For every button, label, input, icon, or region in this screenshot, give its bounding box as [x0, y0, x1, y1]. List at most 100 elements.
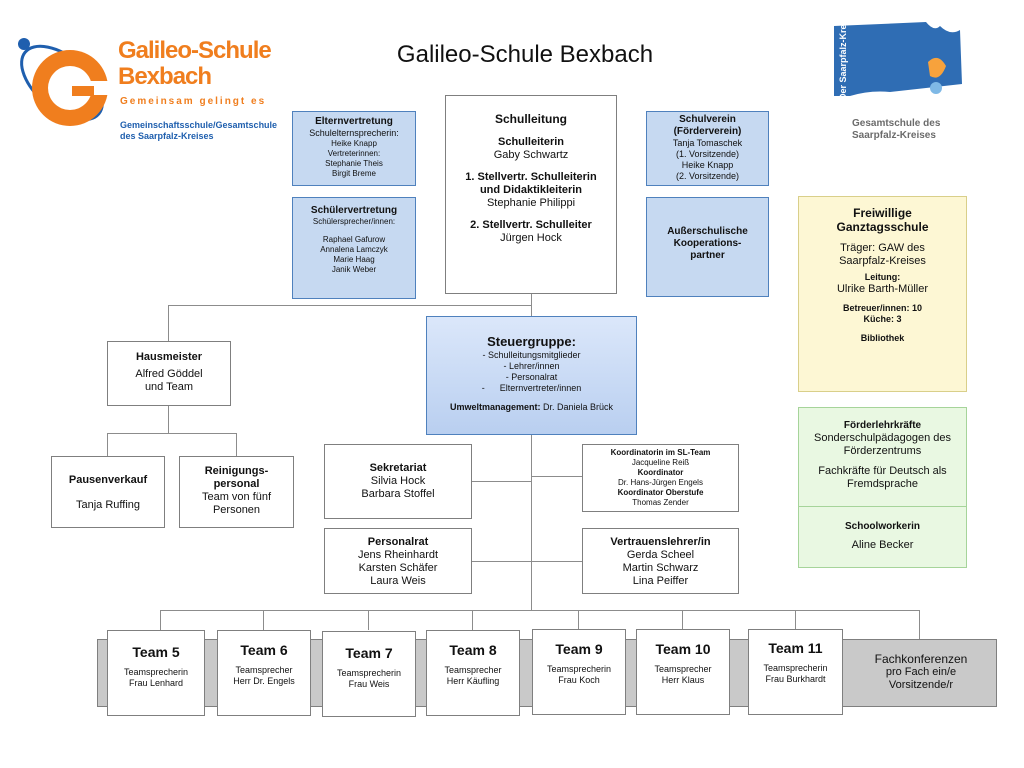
team-speaker: Herr Klaus — [661, 675, 705, 685]
team-role: Teamsprecherin — [763, 663, 828, 673]
umwelt-label: Umweltmanagement: — [449, 402, 541, 412]
reinigung-title2: personal — [213, 478, 260, 490]
schulleitung-role3: 2. Stellvertr. Schulleiter — [470, 219, 592, 231]
sekretariat-box: Sekretariat Silvia Hock Barbara Stoffel — [324, 444, 472, 519]
page-title: Galileo-Schule Bexbach — [396, 41, 654, 68]
schulverein-title1: Schulverein — [679, 114, 736, 125]
hausmeister-box: Hausmeister Alfred Göddel und Team — [107, 341, 231, 406]
connector-team6 — [263, 610, 264, 630]
foerderlehr-title: Förderlehrkräfte — [843, 420, 922, 431]
team-speaker: Frau Lenhard — [128, 678, 184, 688]
foerderlehr-line2: Förderzentrums — [843, 445, 922, 457]
team-title: Team 10 — [655, 641, 711, 657]
koordination-title1: Koordinatorin im SL-Team — [610, 448, 711, 457]
foerderlehr-line4: Fremdsprache — [847, 478, 918, 490]
foerderlehr-line1: Sonderschulpädagogen des — [813, 432, 951, 444]
schulverein-line2: (1. Vorsitzende) — [675, 149, 740, 159]
vertrauen-line2: Martin Schwarz — [622, 562, 699, 574]
vertrauen-box: Vertrauenslehrer/in Gerda Scheel Martin … — [582, 528, 739, 594]
schulleitung-role2a: 1. Stellvertr. Schulleiterin — [465, 171, 597, 183]
schuelervertretung-line4: Janik Weber — [331, 265, 377, 274]
connector-team7 — [368, 610, 369, 630]
ganztag-title2: Ganztagsschule — [836, 220, 929, 234]
personalrat-title: Personalrat — [367, 536, 429, 548]
elternvertretung-title: Elternvertretung — [315, 116, 393, 127]
team-speaker: Herr Dr. Engels — [233, 676, 295, 686]
connector-hausmeister-branch — [107, 433, 237, 434]
fachkonferenzen-line3: Vorsitzende/r — [888, 679, 954, 691]
schuelervertretung-box: Schülervertretung Schülersprecher/innen:… — [292, 197, 416, 299]
connector-personalrat — [472, 561, 532, 562]
steuergruppe-umwelt: Umweltmanagement: Dr. Daniela Brück — [427, 402, 636, 413]
team-role: Teamsprecher — [654, 664, 712, 674]
schulleitung-name2: Stephanie Philippi — [486, 197, 576, 209]
ganztag-box: Freiwillige Ganztagsschule Träger: GAW d… — [798, 196, 967, 392]
saarpfalz-logo: Der Saarpfalz-Kreis Gesamtschule des Saa… — [830, 17, 980, 152]
team-role: Teamsprecher — [444, 665, 502, 675]
connector-team10 — [682, 610, 683, 630]
pausenverkauf-box: Pausenverkauf Tanja Ruffing — [51, 456, 165, 528]
ganztag-traeger1: Träger: GAW des — [840, 242, 925, 254]
connector-koordination — [531, 476, 583, 477]
schulleitung-box: Schulleitung Schulleiterin Gaby Schwartz… — [445, 95, 617, 294]
foerderlehr-line3: Fachkräfte für Deutsch als — [818, 465, 947, 477]
team-title: Team 8 — [449, 642, 497, 658]
ganztag-title1: Freiwillige — [853, 206, 912, 220]
team-role: Teamsprecherin — [336, 668, 402, 678]
logo-slogan: Gemeinsam gelingt es — [120, 96, 267, 107]
team-box-6: Team 6 Teamsprecher Herr Dr. Engels — [217, 630, 311, 716]
team-speaker: Frau Koch — [558, 675, 600, 685]
ganztag-leitung-name: Ulrike Barth-Müller — [836, 283, 929, 295]
team-role: Teamsprecherin — [546, 664, 612, 674]
vertrauen-line1: Gerda Scheel — [626, 549, 695, 561]
connector-vertrauen — [531, 561, 583, 562]
logo-subtitle-line1: Gemeinschaftsschule/Gesamtschule — [120, 120, 278, 130]
team-title: Team 7 — [345, 645, 393, 661]
steuergruppe-item3: - Personalrat — [505, 372, 558, 382]
schulleitung-name1: Gaby Schwartz — [493, 149, 569, 161]
elternvertretung-subtitle: Schulelternsprecherin: — [309, 128, 399, 138]
schulleitung-role1: Schulleiterin — [497, 136, 565, 148]
koordination-line2: Dr. Hans-Jürgen Engels — [618, 478, 703, 487]
schulleitung-title: Schulleitung — [495, 112, 567, 126]
connector-schulleitung-down — [531, 293, 532, 316]
schoolworker-title: Schoolworkerin — [844, 521, 920, 532]
schoolworker-box: Schoolworkerin Aline Becker — [798, 506, 967, 568]
schulverein-line1: Tanja Tomaschek — [672, 138, 743, 148]
connector-teams-horizontal — [160, 610, 920, 611]
team-role: Teamsprecher — [235, 665, 293, 675]
team-speaker: Frau Weis — [348, 679, 390, 689]
ganztag-bibliothek: Bibliothek — [860, 333, 905, 343]
personalrat-box: Personalrat Jens Rheinhardt Karsten Schä… — [324, 528, 472, 594]
steuergruppe-title: Steuergruppe: — [487, 334, 576, 349]
team-title: Team 5 — [132, 644, 180, 660]
foerderlehr-box: Förderlehrkräfte Sonderschulpädagogen de… — [798, 407, 967, 507]
connector-sekretariat — [472, 481, 532, 482]
connector-reinigung — [236, 433, 237, 456]
ganztag-kueche: Küche: 3 — [863, 314, 902, 324]
koordination-line3: Thomas Zender — [632, 498, 689, 507]
team-box-5: Team 5 Teamsprecherin Frau Lenhard — [107, 630, 205, 716]
vertrauen-title: Vertrauenslehrer/in — [610, 536, 711, 548]
saarpfalz-line2: Saarpfalz-Kreises — [852, 130, 936, 141]
team-title: Team 6 — [240, 642, 288, 658]
schuelervertretung-subtitle: Schülersprecher/innen: — [312, 217, 396, 226]
connector-team9 — [578, 610, 579, 630]
connector-hausmeister-down — [168, 405, 169, 433]
team-title: Team 11 — [768, 640, 823, 656]
reinigung-line1: Team von fünf — [201, 491, 272, 503]
kooperation-line2: Kooperations- — [673, 238, 742, 249]
saarpfalz-line1: Gesamtschule des — [852, 118, 941, 129]
schulleitung-name3: Jürgen Hock — [500, 232, 562, 244]
hausmeister-title: Hausmeister — [135, 351, 203, 363]
reinigung-line2: Personen — [212, 504, 261, 516]
fachkonferenzen-line2: pro Fach ein/e — [885, 666, 957, 678]
saarpfalz-flag-icon — [834, 22, 962, 96]
steuergruppe-item2: - Lehrer/innen — [503, 361, 560, 371]
pausenverkauf-title: Pausenverkauf — [68, 474, 148, 486]
sekretariat-line2: Barbara Stoffel — [361, 488, 435, 500]
ganztag-leitung-label: Leitung: — [864, 272, 901, 282]
connector-fachkonferenzen — [919, 610, 920, 640]
steuergruppe-box: Steuergruppe: - Schulleitungsmitglieder … — [426, 316, 637, 435]
schulverein-line3: Heike Knapp — [681, 160, 734, 170]
